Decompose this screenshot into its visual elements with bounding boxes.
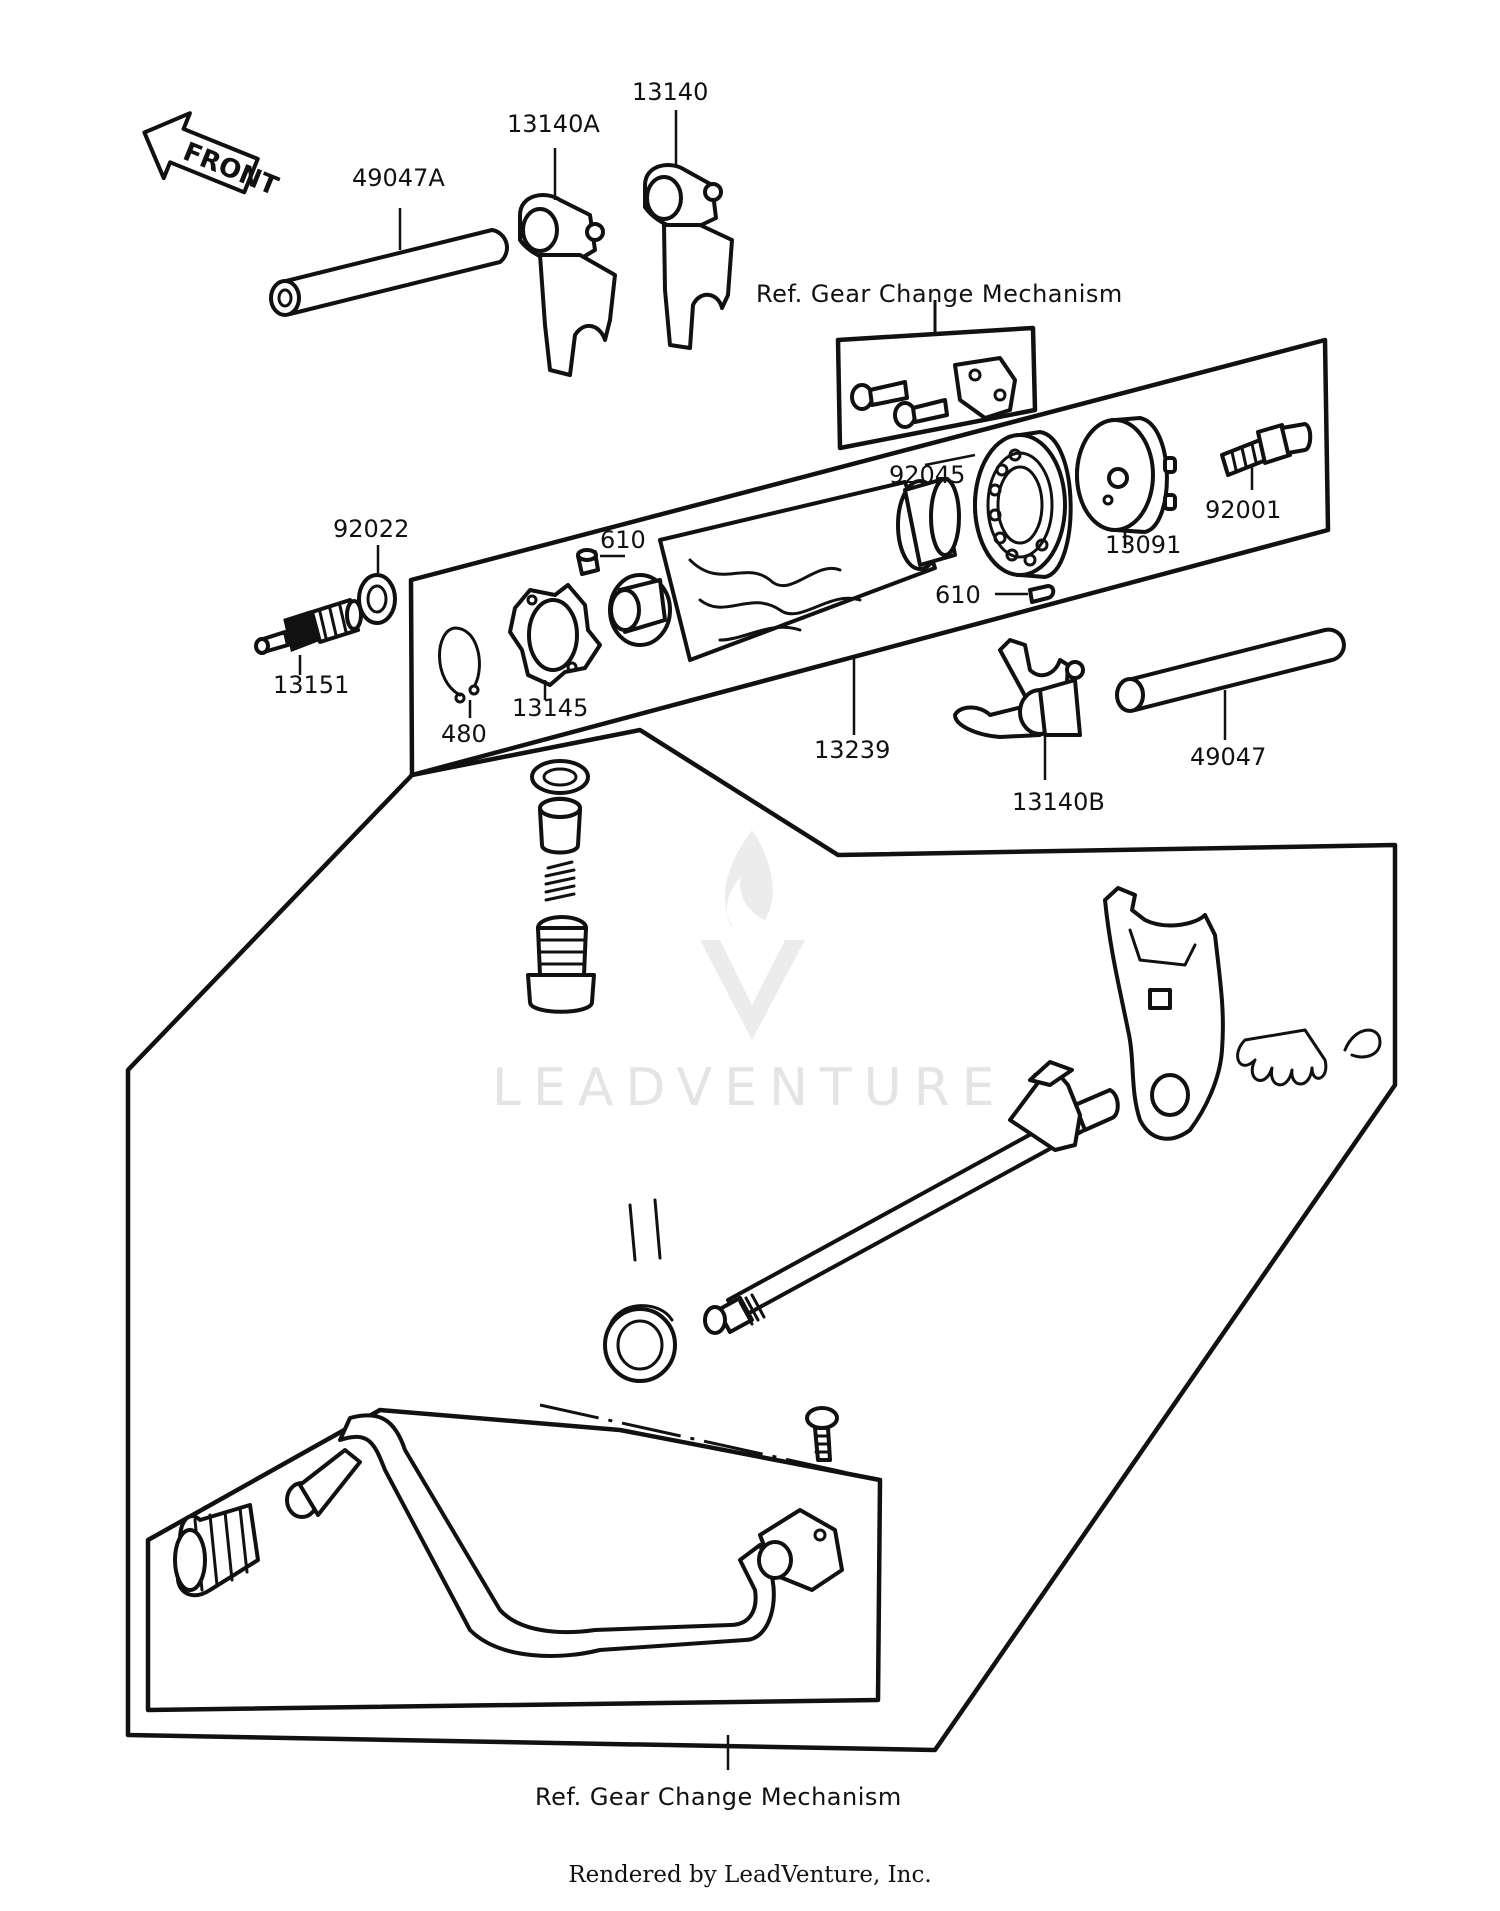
ref-top: Ref. Gear Change Mechanism [756, 280, 1123, 308]
label-13140: 13140 [632, 78, 708, 106]
label-13140B: 13140B [1012, 788, 1105, 816]
label-92045: 92045 [889, 461, 965, 489]
torsion-spring [603, 1198, 677, 1383]
bolt-92001 [1220, 422, 1313, 477]
label-13091: 13091 [1105, 531, 1181, 559]
shift-pedal [173, 1413, 844, 1658]
shift-shaft [703, 1060, 1120, 1335]
label-49047A: 49047A [352, 164, 445, 192]
label-610-a: 610 [600, 526, 646, 554]
leadventure-watermark: LEADVENTURE [492, 830, 1007, 1118]
neutral-switch-13151 [254, 598, 363, 655]
label-13145: 13145 [512, 694, 588, 722]
washer-92022 [357, 573, 397, 625]
lower-box [125, 727, 1398, 1753]
holder-13145 [508, 583, 602, 687]
shift-fork-13140 [643, 163, 734, 350]
return-spring [1236, 1028, 1328, 1087]
label-49047: 49047 [1190, 743, 1266, 771]
label-13140A: 13140A [507, 110, 600, 138]
label-13151: 13151 [273, 671, 349, 699]
watermark-text: LEADVENTURE [492, 1058, 1007, 1118]
return-plate [1103, 886, 1225, 1141]
label-13239: 13239 [814, 736, 890, 764]
ref-bottom: Ref. Gear Change Mechanism [535, 1783, 902, 1811]
ref-box-small [835, 325, 1038, 451]
drum-box [408, 337, 1331, 778]
circlip-480 [438, 626, 481, 704]
label-92001: 92001 [1205, 496, 1281, 524]
shift-drum-13239 [608, 477, 961, 662]
label-480: 480 [441, 720, 487, 748]
stopper-stack [526, 759, 596, 1014]
front-arrow: FRONT [142, 111, 282, 202]
bolt-screws [850, 356, 1017, 429]
clamp-bolt [805, 1406, 839, 1462]
pin-610-b [1028, 584, 1056, 604]
footer-credit: Rendered by LeadVenture, Inc. [568, 1862, 932, 1888]
shift-fork-13140A [518, 193, 617, 377]
label-610-b: 610 [935, 581, 981, 609]
cam-plate-13091 [1075, 416, 1177, 534]
circlip-right [1343, 1028, 1382, 1059]
shift-rod-49047 [1115, 627, 1346, 713]
label-92022: 92022 [333, 515, 409, 543]
bearing-92045 [973, 430, 1073, 579]
shift-rod-49047A [269, 228, 509, 317]
shift-fork-13140B [953, 638, 1085, 739]
pin-610-a [576, 548, 600, 576]
